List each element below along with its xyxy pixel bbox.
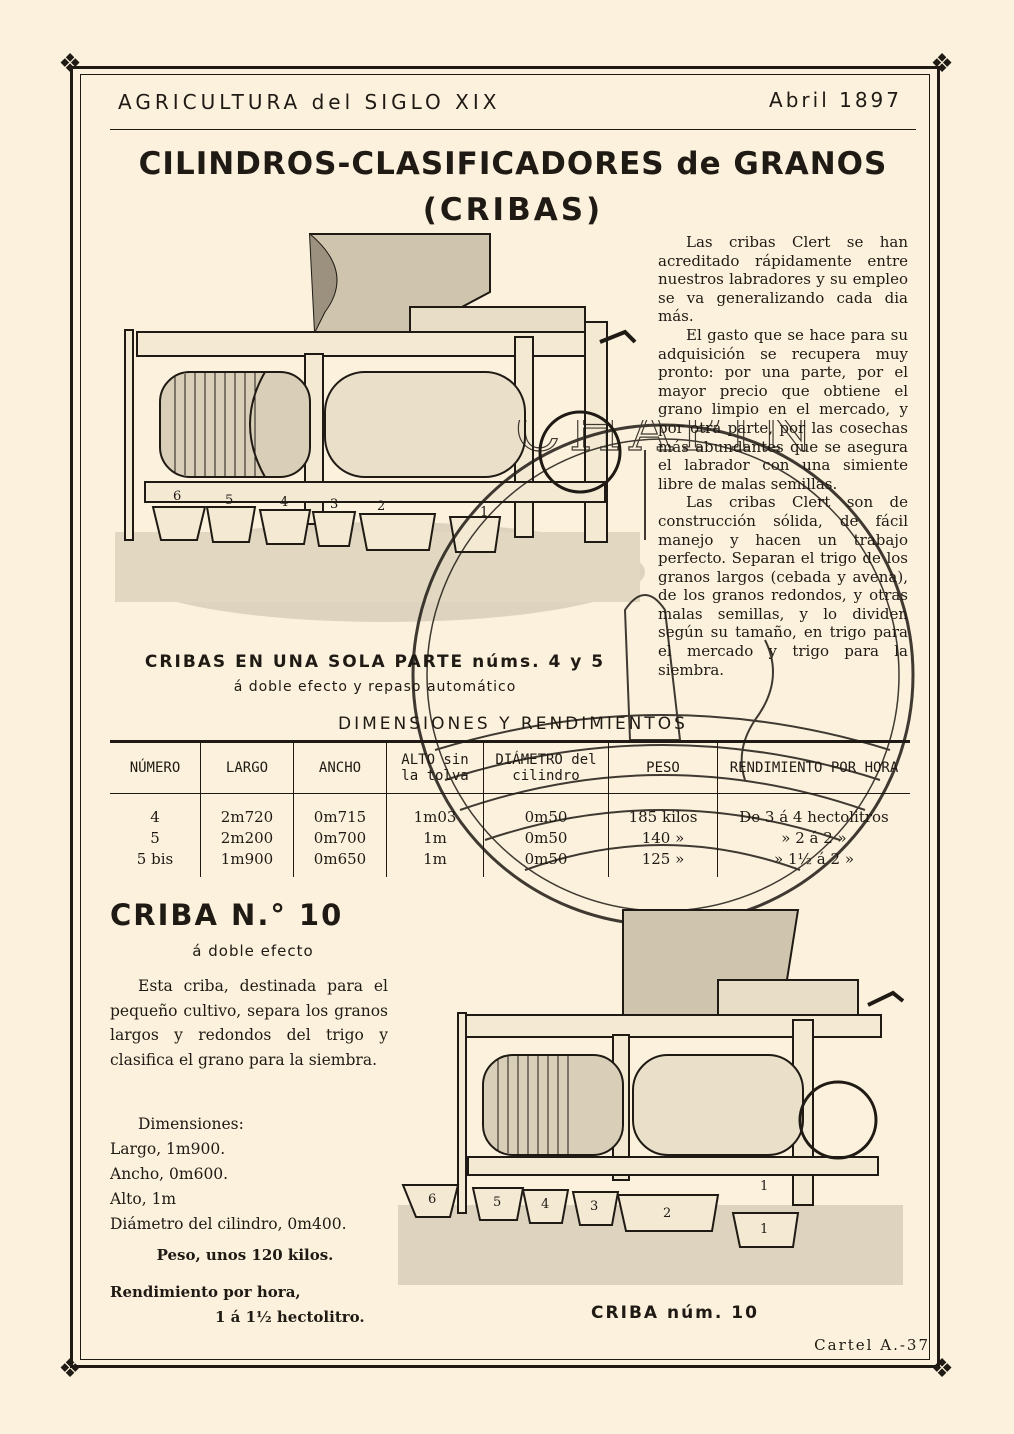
- criba-4-5-illustration: 6 5 4 3 2 1: [115, 233, 645, 622]
- intro-paragraph: Las cribas Clert se han acreditado rápid…: [658, 233, 908, 326]
- table-header: LARGO: [200, 740, 294, 794]
- header-rule: [110, 129, 916, 130]
- criba-10-illustration: 6 5 4 3 2 1 1: [398, 909, 905, 1285]
- svg-text:6: 6: [428, 1192, 436, 1207]
- figure-caption: CRIBA núm. 10: [591, 1303, 759, 1323]
- criba-10-subtitle: á doble efecto: [192, 942, 314, 960]
- svg-text:2: 2: [663, 1206, 671, 1221]
- figure-caption: CRIBAS EN UNA SOLA PARTE núms. 4 y 5: [144, 652, 606, 672]
- publication-date: Abril 1897: [769, 88, 902, 112]
- watermark-text: CHAPIN: [515, 420, 821, 465]
- page-subtitle: (CRIBAS): [422, 192, 604, 228]
- table-cell: 0m50: [483, 827, 609, 848]
- table-cell: 2m720: [200, 793, 294, 827]
- svg-text:4: 4: [280, 495, 288, 510]
- svg-text:3: 3: [590, 1199, 598, 1214]
- page-title: CILINDROS-CLASIFICADORES de GRANOS: [138, 146, 888, 182]
- figure-caption-sub: á doble efecto y repaso automático: [233, 679, 517, 695]
- table-cell: 5 bis: [136, 849, 174, 868]
- outer-frame: [70, 66, 940, 1368]
- table-cell: 0m650: [293, 848, 387, 877]
- svg-text:4: 4: [541, 1197, 549, 1212]
- criba-10-description: Esta criba, destinada para el pequeño cu…: [110, 974, 388, 1072]
- svg-text:2: 2: [377, 499, 385, 514]
- table-cell: De 3 á 4 hectolitros: [717, 793, 910, 827]
- fleur-ornament-icon: ❖: [930, 49, 954, 79]
- table-cell: 185 kilos: [608, 793, 718, 827]
- table-cell: » 1½ á 2 »: [717, 848, 910, 877]
- dimensions-heading: Dimensiones:: [138, 1115, 244, 1133]
- table-cell: 4: [150, 807, 160, 826]
- svg-text:1: 1: [760, 1222, 768, 1237]
- criba-10-weight: Peso, unos 120 kilos.: [156, 1246, 334, 1264]
- table-header: PESO: [608, 740, 718, 794]
- intro-text: Las cribas Clert se han acreditado rápid…: [658, 233, 908, 679]
- dimension-item: Ancho, 0m600.: [110, 1165, 229, 1183]
- fleur-ornament-icon: ❖: [58, 1354, 82, 1384]
- table-row: 5 bis 1m900 0m650 1m 0m50 125 » » 1½ á 2…: [110, 848, 910, 877]
- svg-text:1: 1: [760, 1179, 768, 1194]
- criba-10-yield: Rendimiento por hora, 1 á 1½ hectolitro.: [110, 1280, 365, 1330]
- cartel-number: Cartel A.-37: [814, 1336, 930, 1354]
- yield-line: 1 á 1½ hectolitro.: [215, 1308, 365, 1326]
- fleur-ornament-icon: ❖: [930, 1354, 954, 1384]
- table-cell: 0m50: [483, 793, 609, 827]
- inner-frame: [80, 74, 930, 1360]
- description-paragraph: Esta criba, destinada para el pequeño cu…: [110, 977, 388, 1069]
- dimension-item: Largo, 1m900.: [110, 1140, 226, 1158]
- table-header: ANCHO: [293, 740, 387, 794]
- criba-10-dimensions: Dimensiones: Largo, 1m900. Ancho, 0m600.…: [110, 1112, 400, 1237]
- table-row: 4 2m720 0m715 1m03 0m50 185 kilos De 3 á…: [110, 793, 910, 827]
- svg-text:6: 6: [173, 489, 181, 504]
- table-cell: 0m700: [293, 827, 387, 848]
- table-cell: 5: [150, 828, 160, 847]
- table-cell: 140 »: [608, 827, 718, 848]
- intro-paragraph: Las cribas Clert son de construcción sól…: [658, 493, 908, 679]
- dimension-item: Diámetro del cilindro, 0m400.: [110, 1215, 347, 1233]
- svg-text:5: 5: [225, 493, 233, 508]
- watermark-stamp: CHAPIN: [411, 420, 915, 927]
- svg-text:3: 3: [330, 497, 338, 512]
- table-cell: 0m715: [293, 793, 387, 827]
- table-cell: 125 »: [608, 848, 718, 877]
- dimensions-title: DIMENSIONES Y RENDIMIENTOS: [338, 714, 688, 734]
- dimension-item: Alto, 1m: [110, 1190, 177, 1208]
- criba-10-title: CRIBA N.° 10: [110, 898, 344, 932]
- table-cell: 1m900: [200, 848, 294, 877]
- table-cell: 1m: [386, 827, 484, 848]
- yield-line: Rendimiento por hora,: [110, 1283, 301, 1301]
- table-cell: 2m200: [200, 827, 294, 848]
- table-row: 5 2m200 0m700 1m 0m50 140 » » 2 á 2 »: [110, 827, 910, 848]
- publication-title: AGRICULTURA del SIGLO XIX: [118, 90, 501, 114]
- fleur-ornament-icon: ❖: [58, 49, 82, 79]
- table-cell: 1m: [386, 848, 484, 877]
- table-cell: 1m03: [386, 793, 484, 827]
- dimensions-table: NÚMERO LARGO ANCHO ALTO sin la tolva DIÁ…: [110, 740, 910, 877]
- svg-text:1: 1: [480, 505, 488, 520]
- svg-text:5: 5: [493, 1195, 501, 1210]
- table-header: NÚMERO: [110, 740, 201, 794]
